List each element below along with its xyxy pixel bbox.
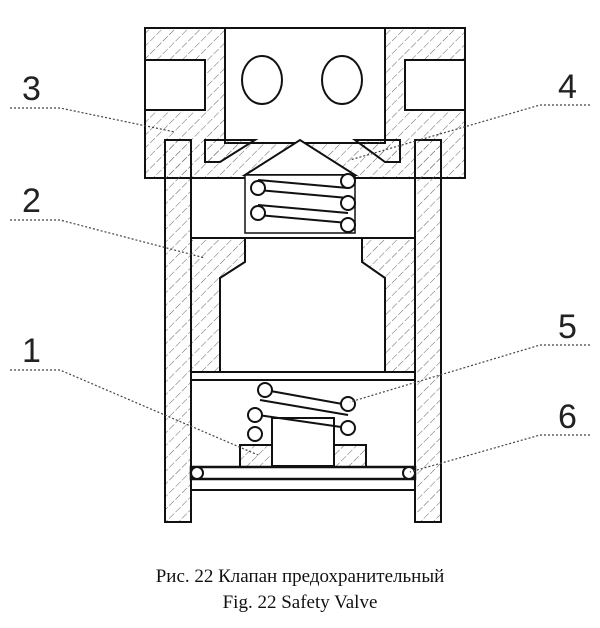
lower-spring-assembly	[247, 382, 356, 467]
callout-4: 4	[558, 68, 577, 106]
leader-1	[10, 369, 259, 456]
callout-5: 5	[558, 308, 577, 346]
cone-seat-left	[204, 139, 259, 163]
leader-4	[349, 104, 590, 161]
leader-2	[10, 219, 206, 259]
flange-notch-left	[144, 59, 206, 111]
callout-3: 3	[22, 70, 41, 108]
housing-wall-right	[414, 139, 442, 523]
leader-3	[10, 107, 176, 133]
leader-5	[349, 344, 590, 403]
o-ring-right	[402, 466, 416, 480]
cone-seat-right	[351, 139, 401, 163]
port-hole-left	[241, 55, 283, 105]
upper-spring	[250, 173, 356, 233]
lower-spring	[247, 382, 356, 442]
lower-seat-left	[239, 444, 273, 468]
callout-1: 1	[22, 332, 41, 370]
safety-valve-drawing: 3 2 1 4 5 6	[10, 27, 590, 523]
port-hole-right	[321, 55, 363, 105]
valve-body	[144, 27, 466, 523]
cone-valve	[204, 138, 401, 234]
callout-2: 2	[22, 182, 41, 220]
seat-assembly	[189, 444, 417, 491]
piston-block	[190, 237, 416, 381]
o-ring-left	[190, 466, 204, 480]
caption-english: Fig. 22 Safety Valve	[222, 592, 378, 613]
flange-notch-right	[404, 59, 466, 111]
caption-russian: Рис. 22 Клапан предохранительный	[155, 566, 445, 587]
piston-inner	[219, 237, 386, 373]
seat-ring	[189, 465, 417, 481]
housing-wall-left	[164, 139, 192, 523]
leader-6	[409, 434, 590, 473]
callout-6: 6	[558, 398, 577, 436]
spring-guide	[271, 417, 335, 467]
leader-lines	[10, 104, 590, 473]
lower-seat-right	[333, 444, 367, 468]
